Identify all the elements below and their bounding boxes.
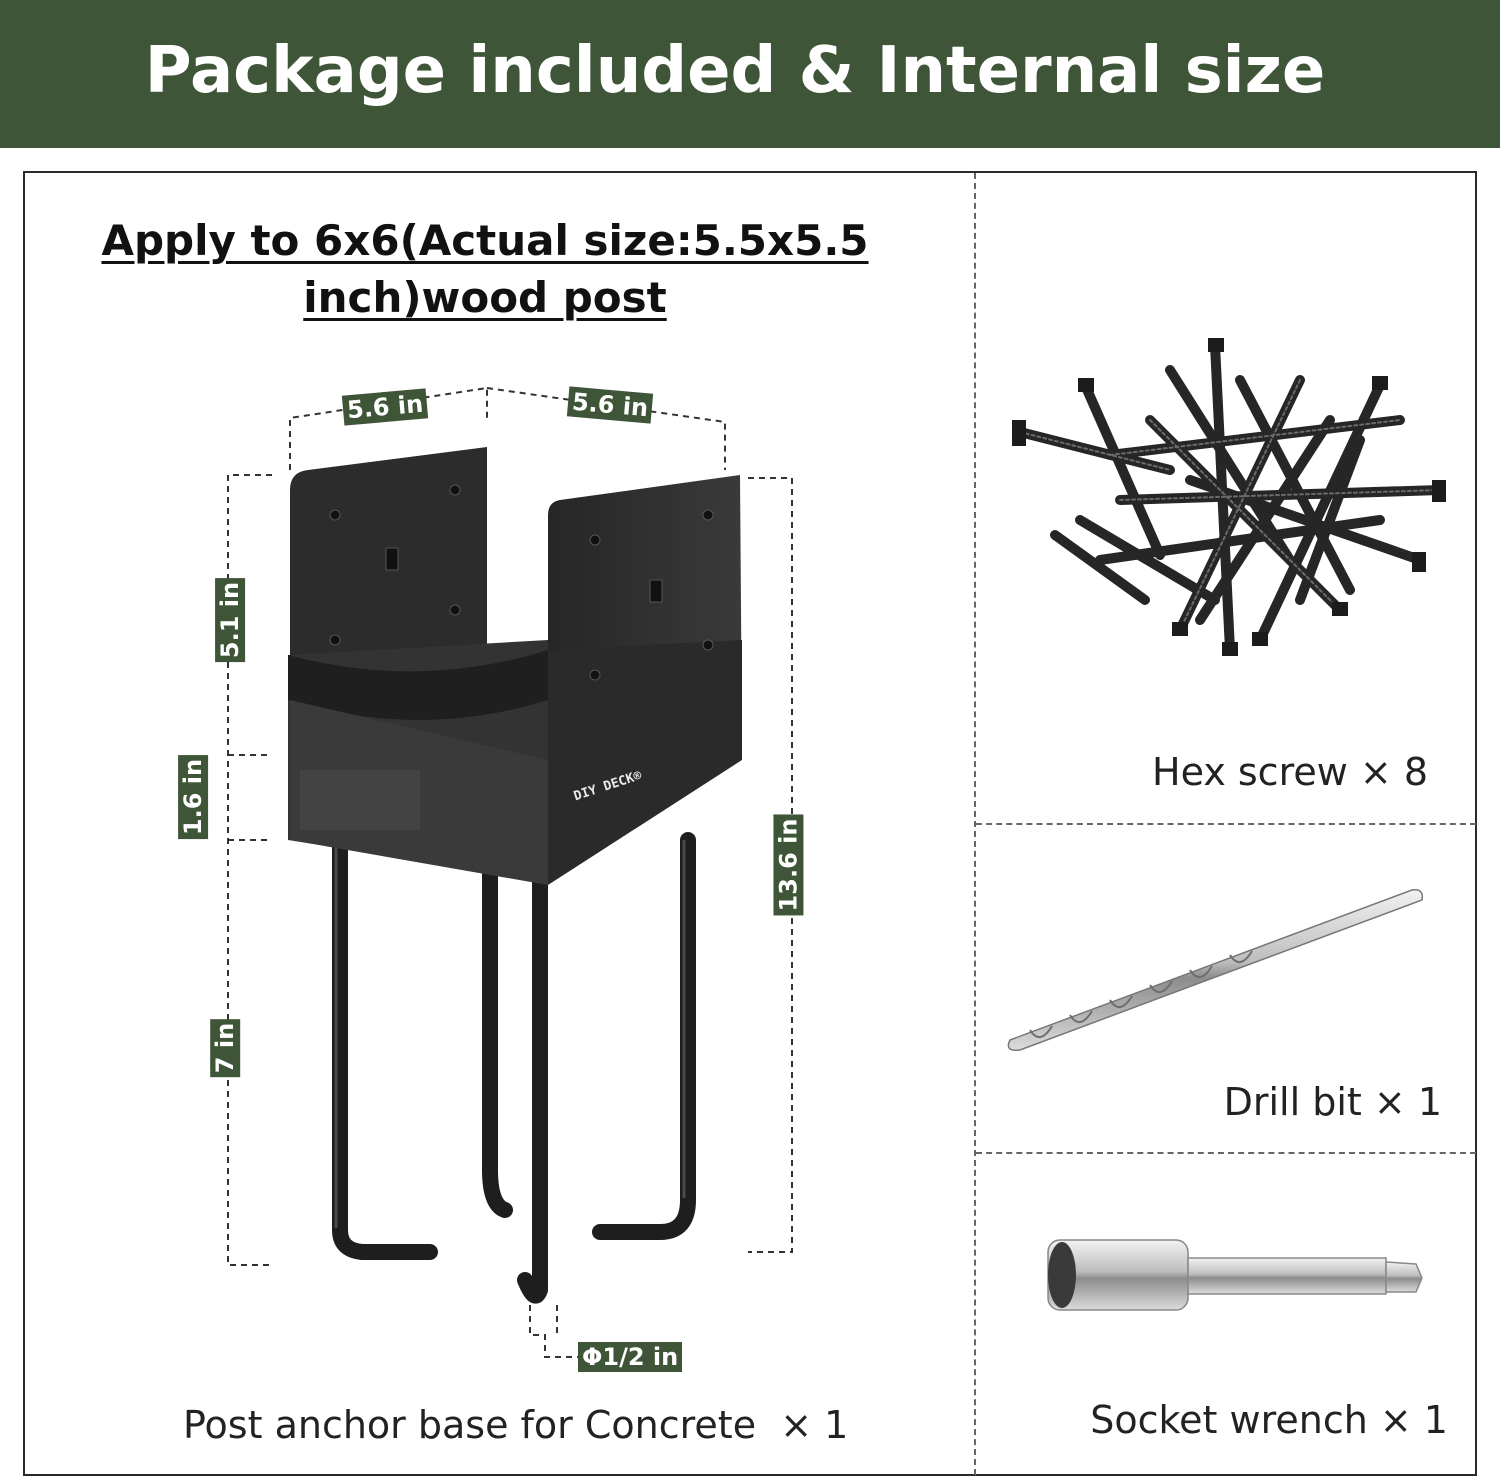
page-title: Package included & Internal size — [144, 34, 1326, 108]
dimension-rod-diameter: Φ1/2 in — [578, 1342, 683, 1372]
header-banner — [0, 0, 1500, 148]
fit-heading: Apply to 6x6(Actual size:5.5x5.5 inch)wo… — [60, 212, 910, 326]
post-anchor-image — [288, 447, 742, 1304]
horizontal-divider-1 — [976, 823, 1476, 825]
content-frame — [23, 171, 1477, 1476]
drill-bit-caption: Drill bit × 1 — [1223, 1080, 1442, 1124]
post-anchor-caption: Post anchor base for Concrete × 1 — [183, 1403, 849, 1447]
horizontal-divider-2 — [976, 1152, 1476, 1154]
vertical-divider — [974, 173, 976, 1475]
dimension-upper-height: 5.1 in — [215, 577, 246, 663]
drill-bit-image — [1007, 888, 1424, 1052]
hex-screws-image — [1012, 338, 1446, 656]
socket-wrench-caption: Socket wrench × 1 — [1090, 1398, 1448, 1442]
socket-wrench-image — [1047, 1239, 1423, 1311]
dimension-band-height: 1.6 in — [178, 754, 209, 840]
fit-heading-line2: inch)wood post — [303, 273, 667, 322]
fit-heading-line1: Apply to 6x6(Actual size:5.5x5.5 — [101, 216, 869, 265]
dimension-rod-height: 7 in — [210, 1018, 241, 1078]
hex-screw-caption: Hex screw × 8 — [1152, 750, 1428, 794]
dimension-total-height: 13.6 in — [773, 814, 804, 916]
